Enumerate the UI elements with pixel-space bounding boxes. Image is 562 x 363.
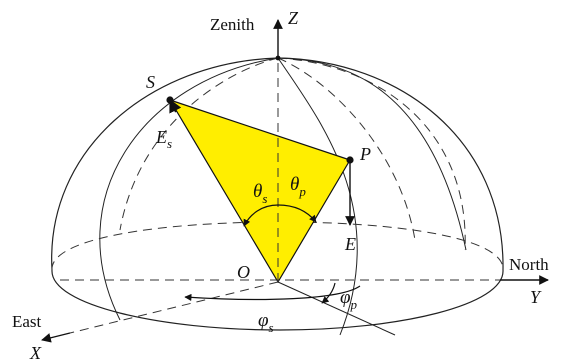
north-label: North — [509, 255, 549, 274]
phi-p-main: φ — [340, 287, 351, 308]
theta-p-subscript: p — [298, 184, 306, 199]
x-axis-dashed — [69, 281, 279, 334]
zenith-label: Zenith — [210, 15, 255, 34]
phi-p-subscript: p — [350, 297, 358, 312]
horizon-ellipse-front — [51, 269, 504, 331]
meridian-arc-hidden — [277, 57, 416, 241]
theta-s-subscript: s — [262, 191, 267, 206]
phi-s-subscript: s — [269, 320, 274, 335]
theta-p-main: θ — [290, 174, 299, 195]
projection-line-p — [277, 281, 396, 336]
meridian-arc-left — [99, 57, 279, 321]
phi-s-arc — [184, 285, 361, 302]
theta-s-arc — [243, 204, 279, 227]
x-axis-arrow — [41, 332, 71, 343]
phi-p-arc — [321, 282, 336, 304]
theta-s-label: θs — [253, 181, 267, 206]
meridian-arc-front — [277, 57, 358, 336]
point-p-label: P — [359, 144, 371, 164]
vector-es-label: Es — [155, 127, 172, 151]
phi-p-label: φp — [340, 287, 358, 312]
vector-es-subscript: s — [167, 136, 172, 151]
vector-es-main: E — [155, 127, 167, 147]
dome-outline-back — [277, 57, 466, 251]
phi-s-label: φs — [258, 310, 274, 335]
point-s-label: S — [146, 72, 155, 92]
vector-e-label: E — [344, 234, 356, 254]
east-label: East — [12, 312, 42, 331]
origin-label: O — [237, 262, 250, 282]
meridian-arc-right — [277, 57, 467, 251]
point-s — [166, 96, 174, 104]
zenith-point — [275, 55, 281, 61]
x-axis-label: X — [29, 343, 42, 363]
y-axis-label: Y — [530, 287, 542, 307]
point-p — [346, 156, 354, 164]
z-axis-label: Z — [288, 8, 299, 28]
meridian-arc-hidden-2 — [119, 57, 279, 231]
theta-p-arc — [277, 204, 317, 223]
theta-p-label: θp — [290, 174, 306, 199]
phi-s-main: φ — [258, 310, 269, 331]
theta-s-main: θ — [253, 181, 262, 202]
